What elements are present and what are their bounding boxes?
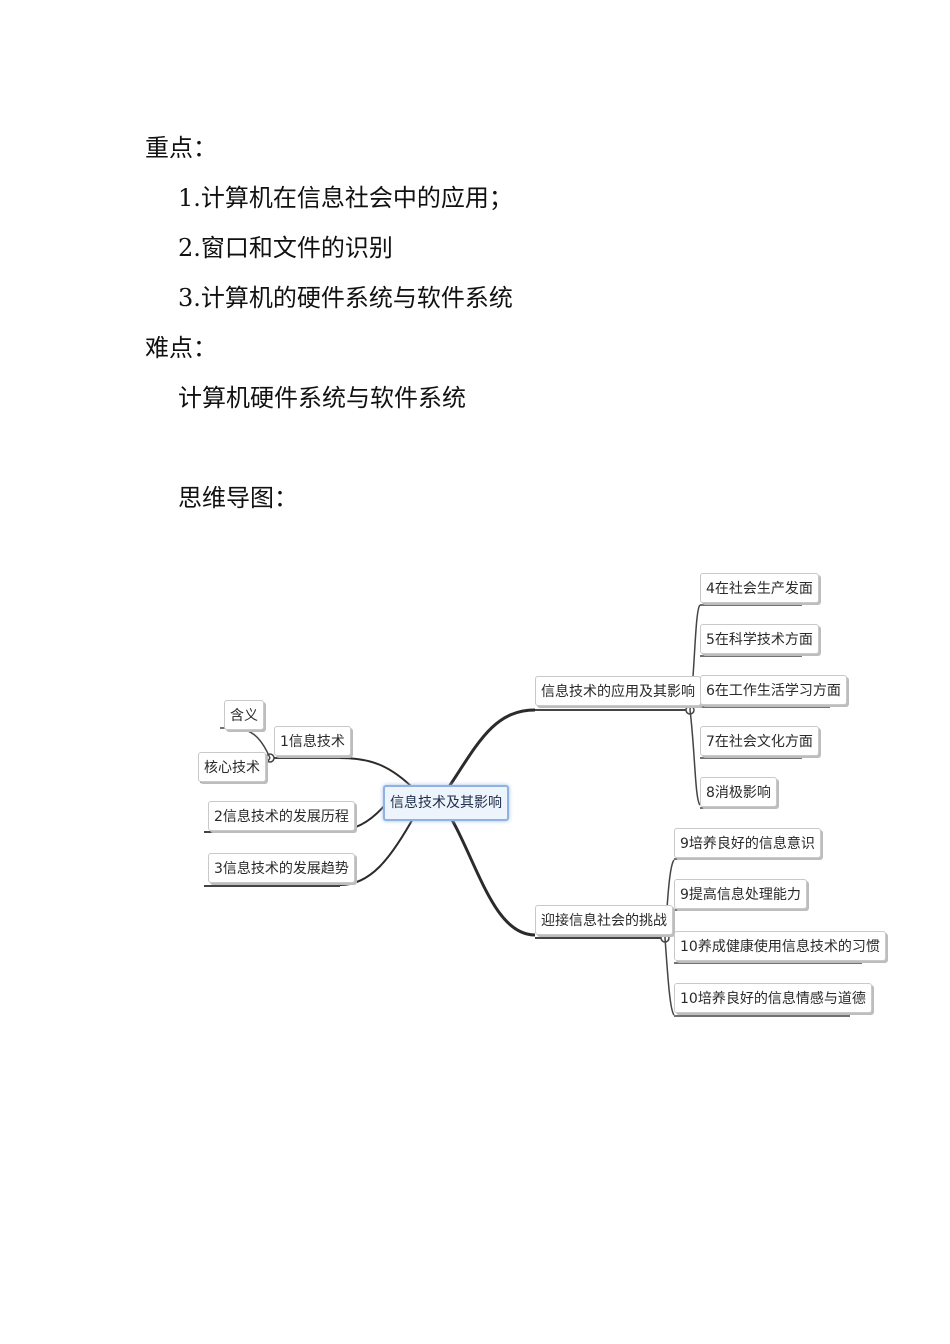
info-awareness-node: 9培养良好的信息意识 [674,828,821,858]
mind-map: 信息技术及其影响 1信息技术 含义 核心技术 2信息技术的发展历程 3信息技术的… [190,560,886,1030]
branch-info-tech-node: 1信息技术 [274,726,351,756]
development-trend-node: 3信息技术的发展趋势 [208,853,355,883]
meaning-node: 含义 [224,700,264,730]
info-processing-node: 9提高信息处理能力 [674,879,807,909]
branch-challenges-node: 迎接信息社会的挑战 [535,905,673,935]
science-technology-node: 5在科学技术方面 [700,624,819,654]
social-culture-node: 7在社会文化方面 [700,726,819,756]
mind-map-root-node: 信息技术及其影响 [383,785,509,821]
branch-application-impact-node: 信息技术的应用及其影响 [535,676,701,706]
core-tech-node: 核心技术 [198,752,266,782]
key-points-heading: 重点： [145,134,217,162]
key-point-2: 2.窗口和文件的识别 [178,234,393,262]
work-life-study-node: 6在工作生活学习方面 [700,675,847,705]
info-ethics-node: 10培养良好的信息情感与道德 [674,983,872,1013]
mindmap-heading: 思维导图： [178,484,298,512]
social-production-node: 4在社会生产发面 [700,573,819,603]
healthy-habits-node: 10养成健康使用信息技术的习惯 [674,931,886,961]
difficult-point-1: 计算机硬件系统与软件系统 [178,384,466,412]
key-point-3: 3.计算机的硬件系统与软件系统 [178,284,513,312]
development-history-node: 2信息技术的发展历程 [208,801,355,831]
difficult-points-heading: 难点： [145,334,217,362]
negative-impact-node: 8消极影响 [700,777,777,807]
key-point-1: 1.计算机在信息社会中的应用； [178,184,513,212]
